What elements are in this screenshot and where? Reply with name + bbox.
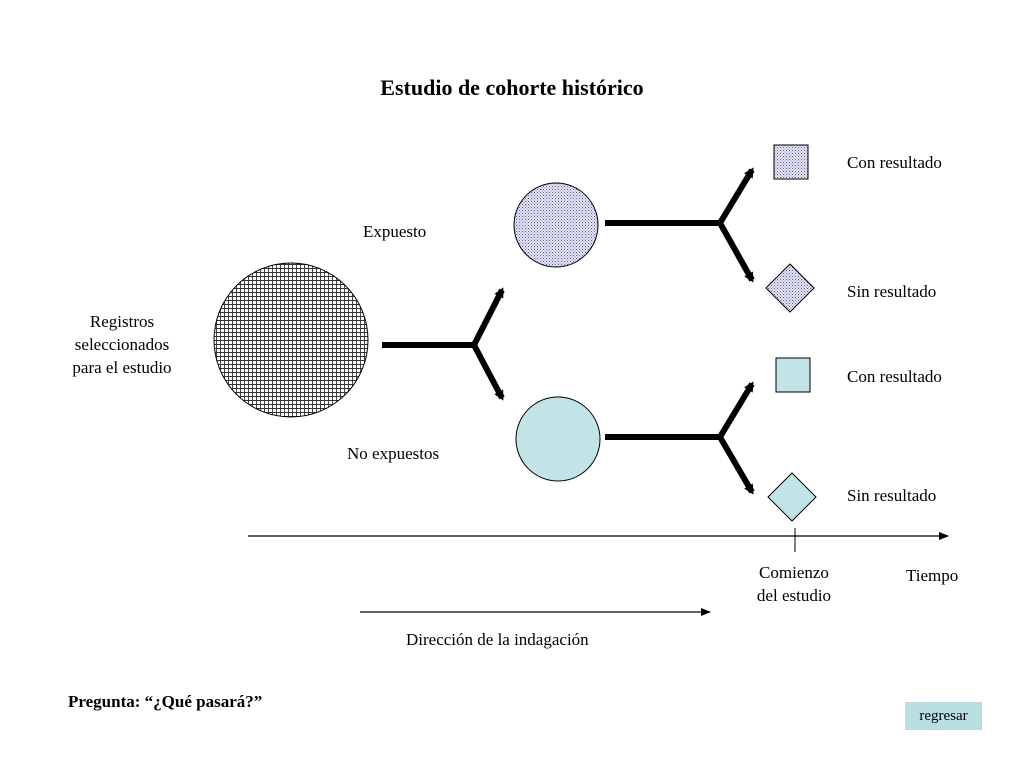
exposed-cohort-circle (513, 182, 599, 268)
diagram-title: Estudio de cohorte histórico (380, 75, 644, 100)
source-label-line-1: Registros (89, 312, 155, 331)
inquiry-direction-label: Dirección de la indagación (406, 630, 589, 649)
exposed-without-outcome-diamond (765, 263, 815, 313)
exposed-with-outcome-square (773, 144, 809, 180)
unexposed-with-outcome-square (775, 357, 811, 393)
unexposed-without-outcome-diamond (767, 472, 817, 522)
exposed-with-outcome-label: Con resultado (847, 153, 942, 172)
fork-exposed-outcome-arrows (605, 167, 755, 283)
question-text: Pregunta: “¿Qué pasará?” (68, 692, 263, 711)
back-button[interactable]: regresar (905, 702, 982, 730)
unexposed-with-outcome-label: Con resultado (847, 367, 942, 386)
source-label-line-3: para el estudio (72, 358, 172, 377)
fork-unexposed-outcome-arrows (605, 381, 755, 495)
unexposed-without-outcome-label: Sin resultado (847, 486, 937, 505)
exposed-without-outcome-label: Sin resultado (847, 282, 937, 301)
unexposed-cohort-circle (515, 396, 601, 482)
unexposed-label: No expuestos (347, 444, 440, 463)
source-label-line-2: seleccionados (74, 335, 170, 354)
exposed-label: Expuesto (363, 222, 427, 241)
fork-exposure-arrows (382, 287, 505, 401)
study-start-label: Comienzo del estudio (735, 561, 853, 607)
source-population-circle (213, 262, 369, 418)
study-start-line-2: del estudio (756, 586, 832, 605)
study-start-line-1: Comienzo (759, 563, 829, 582)
time-label: Tiempo (906, 566, 959, 585)
source-population-label: Registros seleccionados para el estudio (52, 310, 192, 379)
